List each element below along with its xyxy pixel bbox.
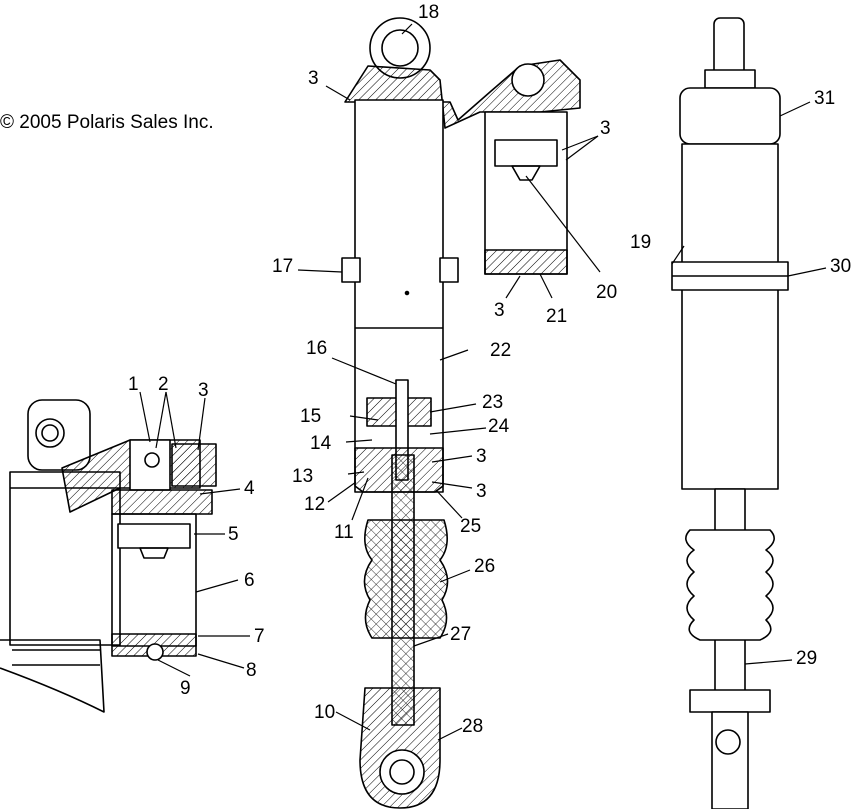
callout-19: 19 bbox=[630, 232, 651, 253]
callout-6: 6 bbox=[244, 570, 255, 591]
callout-18: 18 bbox=[418, 2, 439, 23]
callout-27: 27 bbox=[450, 624, 471, 645]
callout-14: 14 bbox=[310, 433, 332, 454]
callout-22: 22 bbox=[490, 340, 511, 361]
callout-2: 2 bbox=[158, 374, 169, 395]
callout-7: 7 bbox=[254, 626, 265, 647]
callout-5: 5 bbox=[228, 524, 239, 545]
callout-12: 12 bbox=[304, 494, 325, 515]
callout-3: 3 bbox=[198, 380, 209, 401]
center-cutaway-view bbox=[341, 17, 581, 809]
callout-16: 16 bbox=[306, 338, 327, 359]
callout-28: 28 bbox=[462, 716, 483, 737]
callout-26: 26 bbox=[474, 556, 495, 577]
callout-4: 4 bbox=[244, 478, 255, 499]
callout-13: 13 bbox=[292, 466, 313, 487]
left-detail-view bbox=[0, 399, 217, 713]
callout-17: 17 bbox=[272, 256, 293, 277]
callout-20: 20 bbox=[596, 282, 617, 303]
callout-3-seal-upper: 3 bbox=[476, 446, 487, 467]
callout-3-top: 3 bbox=[308, 68, 319, 89]
copyright-notice: © 2005 Polaris Sales Inc. bbox=[0, 112, 214, 133]
callout-21: 21 bbox=[546, 306, 567, 327]
callout-29: 29 bbox=[796, 648, 817, 669]
callout-3-reservoir-base: 3 bbox=[494, 300, 505, 321]
callout-11: 11 bbox=[334, 522, 354, 543]
callout-31: 31 bbox=[814, 88, 835, 109]
callout-8: 8 bbox=[246, 660, 257, 681]
callout-10: 10 bbox=[314, 702, 335, 723]
callout-3-reservoir: 3 bbox=[600, 118, 611, 139]
callout-24: 24 bbox=[488, 416, 510, 437]
callout-30: 30 bbox=[830, 256, 851, 277]
callout-3-seal-lower: 3 bbox=[476, 481, 487, 502]
callout-1: 1 bbox=[128, 374, 139, 395]
leader-lines bbox=[139, 23, 827, 741]
callout-23: 23 bbox=[482, 392, 503, 413]
callout-labels: 1 2 3 4 5 6 7 8 9 10 11 12 13 14 15 16 1… bbox=[128, 2, 851, 737]
callout-25: 25 bbox=[460, 516, 481, 537]
callout-9: 9 bbox=[180, 678, 191, 699]
right-assembly-view bbox=[671, 17, 789, 809]
callout-15: 15 bbox=[300, 406, 321, 427]
